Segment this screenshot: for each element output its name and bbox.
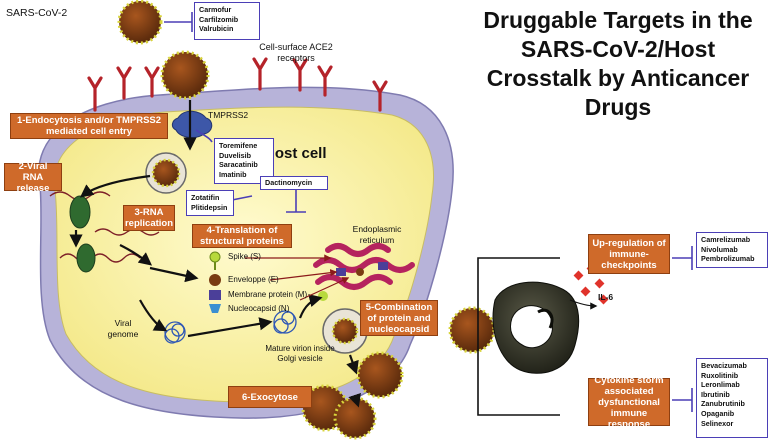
ribosome [69, 195, 91, 229]
host-cell-label: Host cell [264, 145, 327, 162]
drugs-cytokine: Bevacizumab Ruxolitinib Leronlimab Ibrut… [696, 358, 768, 438]
drug-name: Leronlimab [701, 380, 740, 390]
label-il6: IL-6 [598, 292, 614, 302]
ace2-receptor-icon [87, 57, 388, 112]
drug-name: Ruxolitinib [701, 370, 739, 380]
ribosome [76, 243, 96, 273]
drug-name: Nivolumab [701, 244, 738, 254]
drug-name: Camrelizumab [701, 235, 751, 244]
drugs-entry: Carmofur Carfilzomib Valrubicin [194, 2, 260, 40]
drug-name: Opaganib [701, 408, 735, 418]
drug-name: Duvelisib [219, 150, 251, 160]
drug-name: Carfilzomib [199, 14, 239, 24]
drug-name: Carmofur [199, 5, 232, 14]
protein-membrane: Membrane protein (M) [228, 290, 308, 299]
drug-name: Imatinib [219, 169, 247, 179]
label-tmprss2: TMPRSS2 [208, 110, 249, 120]
drug-name: Pembrolizumab [701, 254, 755, 264]
protein-nucleocapsid: Nucleocapsid (N) [228, 304, 290, 313]
genome-coil-icon [164, 310, 297, 344]
drug-name: Zanubrutinib [701, 399, 745, 409]
drugs-replication: Zotatifin Plitidepsin [186, 190, 234, 216]
label-virion: Mature virion inside Golgi vesicle [265, 344, 335, 363]
macrophage-icon [492, 281, 580, 374]
diagram-title: Druggable Targets in the SARS-CoV-2/Host… [483, 7, 753, 120]
label-er: Endoplasmic reticulum [352, 224, 402, 245]
step-cytokine-storm: Cytokine storm associated dysfunctional … [588, 375, 670, 430]
protein-spike: Spike (S) [228, 252, 261, 261]
drug-name: Valrubicin [199, 24, 234, 34]
step-5-combination: 5-Combination of protein and nucleocapsi… [360, 300, 438, 336]
step-1-entry: 1-Endocytosis and/or TMPRSS2 mediated ce… [10, 113, 168, 139]
step-2-rna-release: 2-Viral RNA release [4, 161, 62, 194]
protein-envelope: Enveloppe (E) [228, 275, 279, 284]
endoplasmic-reticulum [313, 243, 415, 290]
drug-name: Saracatinib [219, 160, 258, 170]
drugs-translation: Dactinomycin [260, 176, 328, 190]
step-4-translation: 4-Translation of structural proteins [192, 224, 292, 248]
step-6-exocytose: 6-Exocytose [228, 386, 312, 408]
drug-name: Ibrutinib [701, 389, 730, 399]
step-checkpoints: Up-regulation of immune-checkpoints [588, 234, 670, 274]
drug-name: Bevacizumab [701, 361, 747, 370]
drug-name: Plitidepsin [191, 202, 228, 212]
drug-name: Dactinomycin [265, 178, 313, 187]
drugs-checkpoints: Camrelizumab Nivolumab Pembrolizumab [696, 232, 768, 268]
step-3-replication: 3-RNA replication [123, 205, 175, 231]
tmprss2-icon [171, 110, 213, 138]
drug-name: Selinexor [701, 418, 734, 428]
drug-name: Toremifene [219, 141, 258, 150]
label-ace2: Cell-surface ACE2 receptors [259, 42, 333, 63]
label-sars: SARS-CoV-2 [6, 7, 68, 19]
drug-name: Zotatifin [191, 193, 220, 202]
label-viral-genome: Viral genome [107, 318, 139, 339]
virus-icon [117, 0, 496, 440]
